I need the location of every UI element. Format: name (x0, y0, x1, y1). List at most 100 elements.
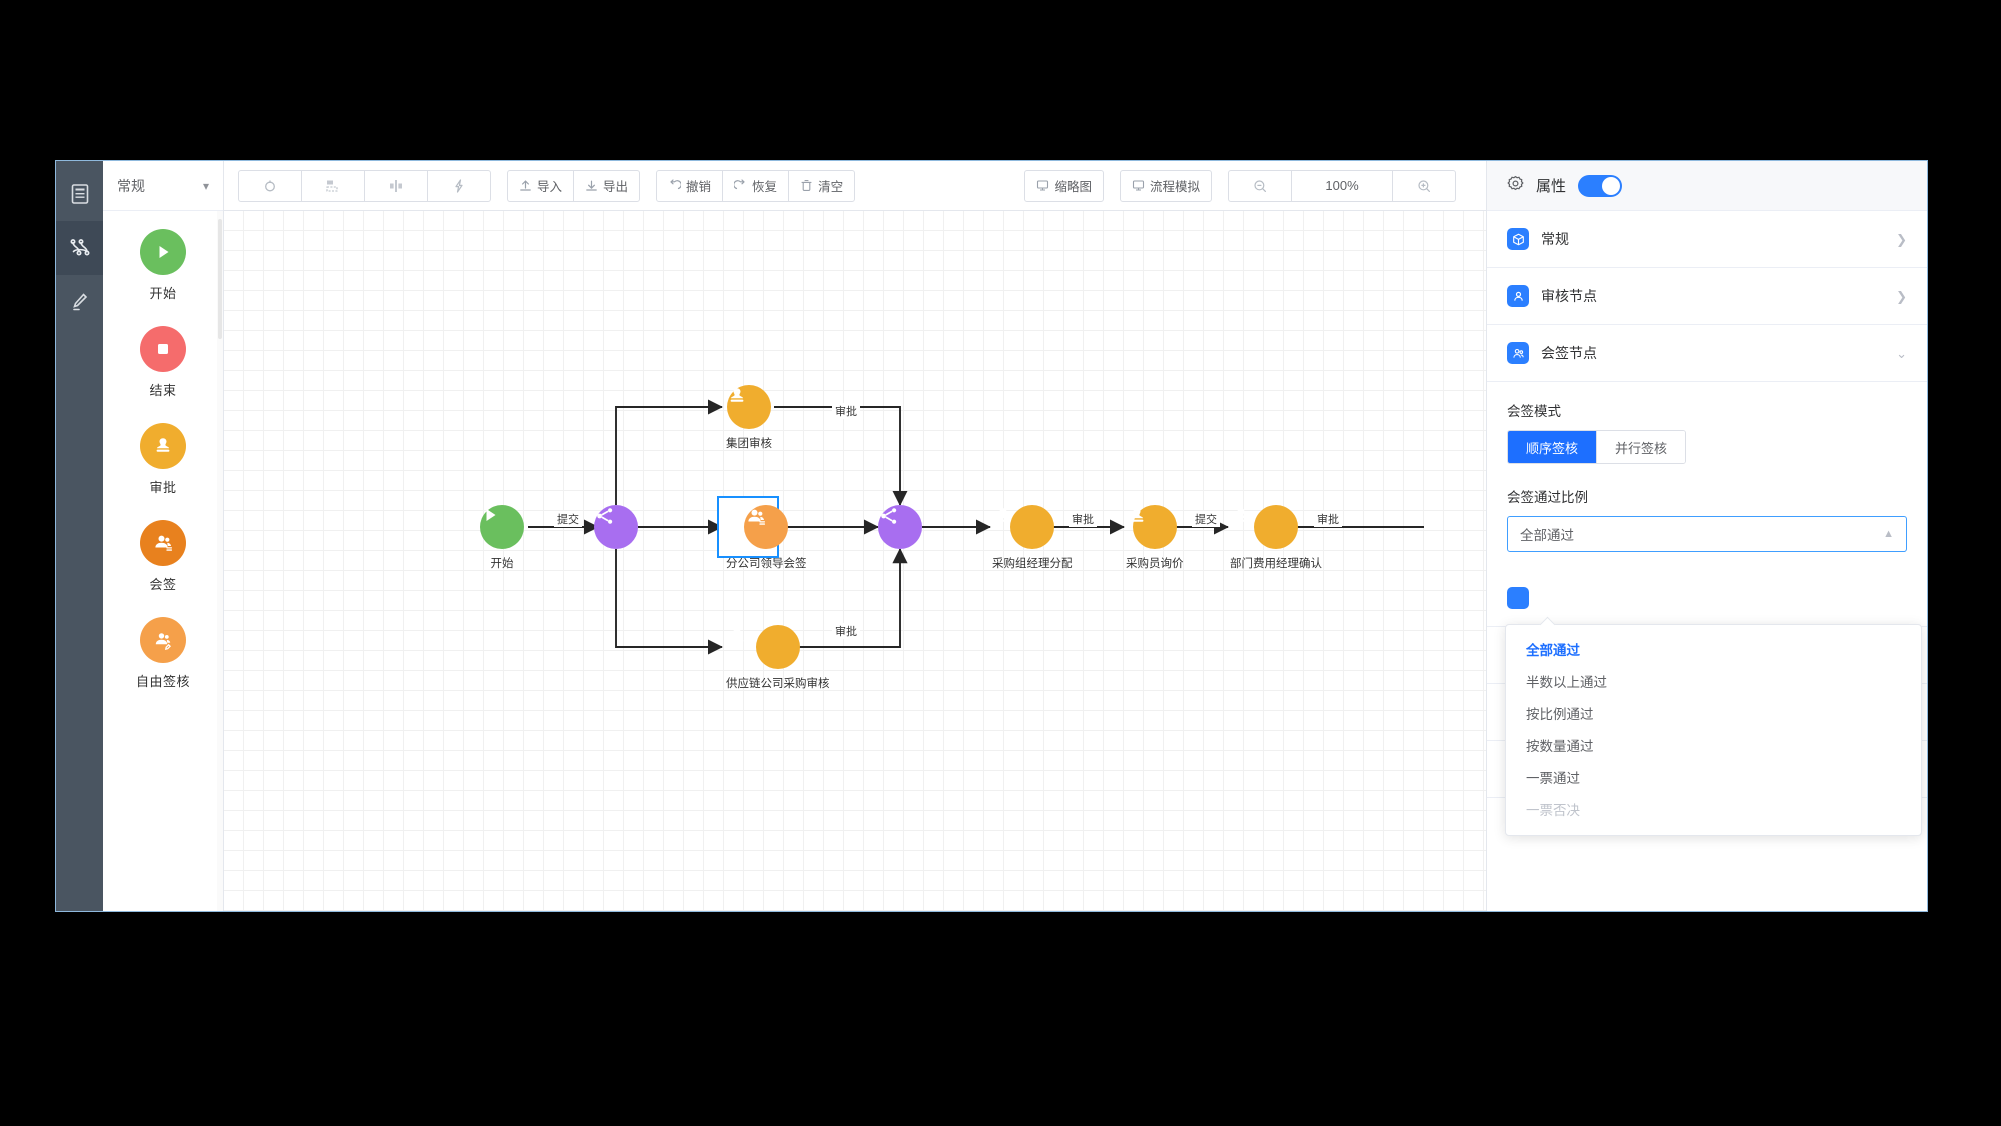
property-section-placeholder[interactable] (1487, 570, 1927, 627)
property-section-countersign-node[interactable]: 会签节点 ⌄ (1487, 325, 1927, 382)
export-icon (585, 179, 598, 192)
rail-item-document[interactable] (56, 167, 103, 221)
property-panel-body: 常规 ❯ 审核节点 ❯ 会签节点 ⌄ 会签模式 (1487, 211, 1927, 911)
left-icon-rail (56, 161, 103, 911)
node-icon (996, 505, 1055, 549)
edge-label: 审批 (832, 403, 860, 419)
node-label: 分公司领导会签 (726, 558, 807, 570)
ratio-option-2[interactable]: 按比例通过 (1506, 697, 1921, 729)
palette-item-play[interactable]: 开始 (103, 229, 223, 302)
mode-option-sequential[interactable]: 顺序签核 (1508, 431, 1597, 463)
import-label: 导入 (537, 180, 563, 194)
undo-icon (668, 179, 682, 192)
cube-icon (1507, 228, 1529, 250)
flow-node-confirm[interactable]: 部门费用经理确认 (1230, 505, 1322, 571)
import-icon (519, 179, 532, 192)
export-button[interactable]: 导出 (573, 169, 641, 202)
ratio-option-label: 一票否决 (1526, 803, 1580, 818)
flow-node-gw1[interactable] (594, 505, 638, 549)
zoom-out-button[interactable] (1228, 169, 1292, 202)
play-icon (140, 229, 186, 275)
property-section-general[interactable]: 常规 ❯ (1487, 211, 1927, 268)
property-panel-title: 属性 (1536, 178, 1567, 195)
ratio-option-1[interactable]: 半数以上通过 (1506, 665, 1921, 697)
stop-icon (140, 326, 186, 372)
flow-edges (528, 399, 1424, 655)
flow-node-start[interactable]: 开始 (480, 505, 524, 571)
flow-node-branch[interactable]: 分公司领导会签 (717, 496, 807, 571)
flow-node-group[interactable]: 集团审核 (726, 385, 772, 451)
rail-item-flow[interactable] (56, 221, 103, 275)
palette-group-header[interactable]: 常规 ▾ (103, 161, 223, 211)
palette-item-free-sign[interactable]: 自由签核 (103, 617, 223, 690)
property-panel-header: 属性 (1487, 161, 1927, 211)
flow-node-gw2[interactable] (878, 505, 922, 549)
workflow-designer-app: 常规 ▾ 开始结束审批会签自由签核 (55, 160, 1928, 912)
ratio-option-label: 半数以上通过 (1526, 675, 1607, 690)
redo-label: 恢复 (752, 180, 778, 194)
chevron-down-icon: ▾ (202, 178, 209, 193)
toolbar-lightning-button[interactable] (427, 169, 491, 202)
node-icon (480, 505, 524, 549)
undo-button[interactable]: 撤销 (656, 169, 724, 202)
simulate-icon (1132, 179, 1145, 192)
edge-label: 提交 (554, 511, 582, 527)
countersign-icon (140, 520, 186, 566)
toolbar-undo-history-button[interactable] (238, 169, 302, 202)
countersign-settings: 会签模式 顺序签核 并行签核 会签通过比例 全部通过 ▲ (1487, 382, 1927, 552)
redo-button[interactable]: 恢复 (722, 169, 790, 202)
rail-item-pen[interactable] (56, 275, 103, 329)
align-icon (326, 179, 340, 193)
node-label: 供应链公司采购审核 (726, 678, 830, 690)
chevron-down-icon: ⌄ (1896, 345, 1907, 361)
placeholder-icon (1507, 587, 1529, 609)
node-icon (878, 505, 922, 549)
ratio-option-0[interactable]: 全部通过 (1506, 633, 1921, 665)
simulate-group: 流程模拟 (1119, 169, 1212, 202)
export-label: 导出 (603, 180, 629, 194)
minimap-group: 缩略图 (1024, 169, 1104, 202)
lightning-icon (452, 178, 466, 193)
clear-label: 清空 (818, 180, 844, 194)
ratio-option-3[interactable]: 按数量通过 (1506, 729, 1921, 761)
flow-node-supply[interactable]: 供应链公司采购审核 (726, 625, 830, 691)
property-section-general-label: 常规 (1541, 231, 1569, 247)
node-label: 部门费用经理确认 (1230, 558, 1322, 570)
palette-item-label: 审批 (149, 480, 177, 495)
toolbar-align-button[interactable] (301, 169, 365, 202)
palette-item-countersign[interactable]: 会签 (103, 520, 223, 593)
import-button[interactable]: 导入 (507, 169, 575, 202)
redo-icon (734, 179, 747, 192)
zoom-in-icon (1417, 179, 1431, 193)
node-label: 集团审核 (726, 438, 772, 450)
palette-item-stop[interactable]: 结束 (103, 326, 223, 399)
toolbar-distribute-button[interactable] (364, 169, 428, 202)
minimap-button[interactable]: 缩略图 (1024, 169, 1104, 202)
edge-label: 审批 (1314, 511, 1342, 527)
palette-scrollbar[interactable] (217, 211, 223, 911)
zoom-in-button[interactable] (1392, 169, 1456, 202)
property-panel-toggle[interactable] (1578, 174, 1623, 197)
countersign-ratio-select[interactable]: 全部通过 ▲ (1507, 516, 1907, 552)
simulate-label: 流程模拟 (1149, 180, 1200, 194)
flow-canvas[interactable]: 开始 集团审核分公司领导会签供应链公司采购审核 采购组经理分配采购员询价部门费用经理… (224, 211, 1486, 911)
mode-option-parallel[interactable]: 并行签核 (1596, 431, 1686, 463)
countersign-mode-segmented: 顺序签核 并行签核 (1507, 430, 1687, 464)
ratio-option-5: 一票否决 (1506, 793, 1921, 825)
property-panel: 属性 常规 ❯ 审核节点 ❯ (1486, 161, 1927, 911)
palette-item-label: 开始 (149, 286, 177, 301)
countersign-ratio-value: 全部通过 (1520, 528, 1574, 543)
flow-node-assign[interactable]: 采购组经理分配 (992, 505, 1073, 571)
property-section-review-node[interactable]: 审核节点 ❯ (1487, 268, 1927, 325)
simulate-button[interactable]: 流程模拟 (1119, 169, 1212, 202)
node-icon (744, 505, 789, 549)
node-palette: 常规 ▾ 开始结束审批会签自由签核 (103, 161, 224, 911)
ratio-option-4[interactable]: 一票通过 (1506, 761, 1921, 793)
ratio-option-label: 按数量通过 (1526, 739, 1594, 754)
palette-item-stamp[interactable]: 审批 (103, 423, 223, 496)
flow-node-inquiry[interactable]: 采购员询价 (1126, 505, 1184, 571)
countersign-ratio-dropdown: 全部通过半数以上通过按比例通过按数量通过一票通过一票否决 (1505, 624, 1922, 836)
countersign-ratio-label: 会签通过比例 (1507, 490, 1588, 505)
clear-button[interactable]: 清空 (788, 169, 856, 202)
toolbar-edit-group: 撤销 恢复 清空 (656, 169, 856, 202)
